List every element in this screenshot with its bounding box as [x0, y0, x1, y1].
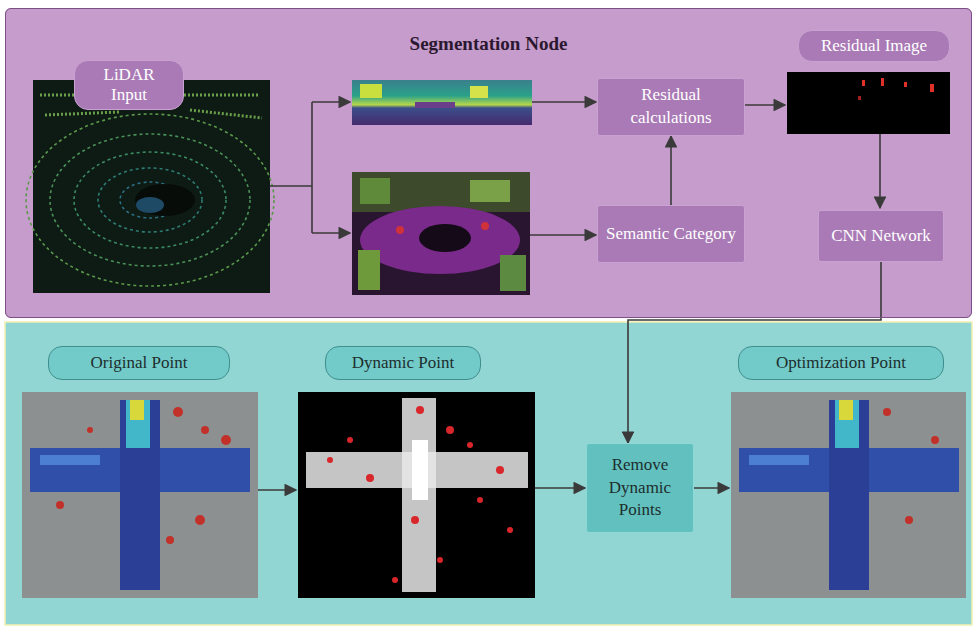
lidar-point-cloud [26, 80, 274, 293]
flow-arrows [258, 102, 880, 490]
original-point-map [22, 392, 258, 598]
residual-image [787, 72, 950, 134]
label-pill: Optimization Point [738, 346, 944, 380]
node-label: Residual calculations [606, 84, 736, 130]
node-label: Remove Dynamic Points [595, 454, 685, 523]
node-label: CNN Network [831, 225, 931, 248]
process-box: Remove Dynamic Points [586, 443, 694, 533]
process-box: Semantic Category [597, 205, 745, 263]
node-label: Original Point [91, 353, 188, 373]
node-label: LiDAR Input [85, 65, 173, 105]
flow-connector [670, 136, 672, 205]
node-label: Optimization Point [776, 353, 906, 373]
range-image [352, 80, 532, 125]
process-box: CNN Network [818, 210, 944, 262]
optimization-band [5, 322, 972, 625]
label-pill: Residual Image [798, 30, 950, 62]
node-label: Dynamic Point [352, 353, 454, 373]
dynamic-point-map [298, 392, 535, 598]
node-label: Residual Image [821, 36, 927, 56]
segmentation-band-fill [5, 8, 972, 318]
process-box: Residual calculations [597, 78, 745, 136]
label-pill: Dynamic Point [325, 346, 481, 380]
label-pill: LiDAR Input [74, 60, 184, 110]
semantic-image [352, 172, 530, 295]
optimization-point-map [731, 392, 966, 598]
node-label: Semantic Category [606, 223, 736, 246]
segmentation-band: Segmentation NodeLiDAR InputResidual Ima… [5, 8, 972, 318]
label-pill: Original Point [48, 346, 230, 380]
